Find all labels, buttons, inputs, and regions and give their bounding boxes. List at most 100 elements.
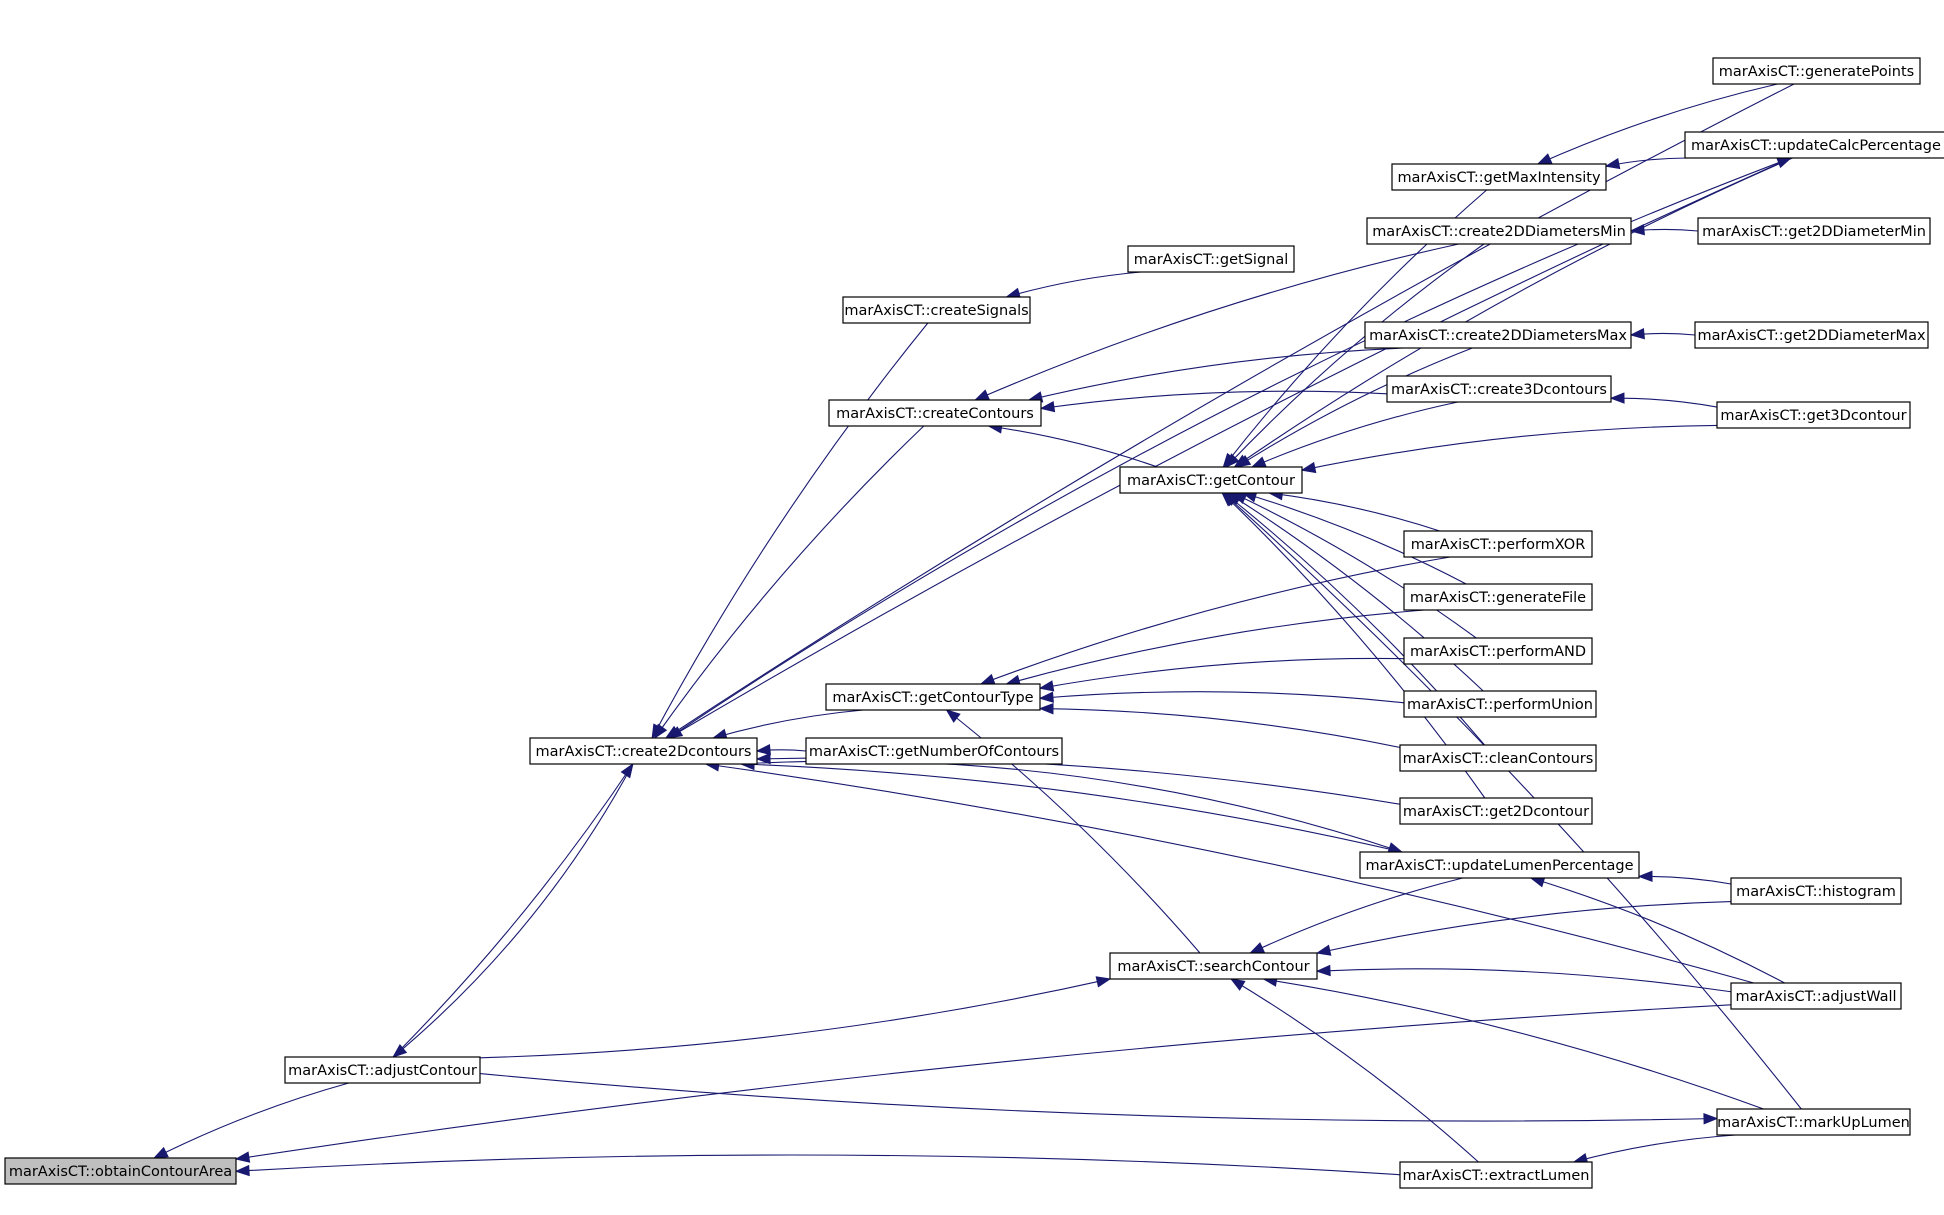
node-get2Dcontour[interactable]: marAxisCT::get2Dcontour [1399, 797, 1593, 825]
node-createSignals[interactable]: marAxisCT::createSignals [842, 296, 1031, 324]
node-generatePoints[interactable]: marAxisCT::generatePoints [1712, 57, 1921, 85]
node-get2DDiameterMin[interactable]: marAxisCT::get2DDiameterMin [1697, 217, 1931, 245]
arrowhead-icon [1038, 680, 1055, 692]
arrowhead-icon [1637, 870, 1653, 883]
node-box [1359, 851, 1640, 879]
arrowhead-icon [1315, 964, 1331, 977]
node-extractLumen[interactable]: marAxisCT::extractLumen [1399, 1161, 1593, 1189]
arrowhead-icon [1629, 224, 1645, 236]
node-getSignal[interactable]: marAxisCT::getSignal [1127, 245, 1295, 273]
node-label: marAxisCT::generatePoints [1719, 64, 1914, 80]
node-get2DDiameterMax[interactable]: marAxisCT::get2DDiameterMax [1694, 321, 1929, 349]
arrowhead-icon [1225, 453, 1240, 469]
call-edge-updateLumenPercentage-to-create2Dcontours [741, 763, 1403, 853]
call-edge-create2Dcontours-to-updateCalcPercentage [668, 157, 1792, 739]
call-edge-extractLumen-to-obtainContourArea [235, 1154, 1401, 1176]
node-getMaxIntensity[interactable]: marAxisCT::getMaxIntensity [1391, 163, 1607, 191]
node-create2Dcontours[interactable]: marAxisCT::create2Dcontours [529, 737, 758, 765]
node-markUpLumen[interactable]: marAxisCT::markUpLumen [1716, 1108, 1911, 1136]
node-label: marAxisCT::updateCalcPercentage [1691, 138, 1941, 154]
call-edge-get3Dcontour-to-getContour [1301, 424, 1718, 471]
call-edge-createSignals-to-create2Dcontours [651, 322, 929, 739]
node-label: marAxisCT::create2Dcontours [536, 744, 752, 760]
node-getContourType[interactable]: marAxisCT::getContourType [825, 683, 1041, 711]
node-get3Dcontour[interactable]: marAxisCT::get3Dcontour [1716, 401, 1911, 429]
node-generateFile[interactable]: marAxisCT::generateFile [1403, 583, 1593, 611]
node-box [1697, 217, 1931, 245]
arrowhead-icon [1039, 400, 1056, 413]
node-create2DDiametersMax[interactable]: marAxisCT::create2DDiametersMax [1364, 321, 1632, 349]
call-edge-adjustWall-to-updateLumenPercentage [1530, 877, 1785, 984]
call-edge-adjustContour-to-create2Dcontours [392, 763, 634, 1058]
node-updateLumenPercentage[interactable]: marAxisCT::updateLumenPercentage [1359, 851, 1640, 879]
arrowhead-icon [1387, 842, 1404, 854]
call-edge-adjustWall-to-obtainContourArea [235, 1004, 1732, 1160]
node-label: marAxisCT::get2DDiameterMax [1697, 328, 1926, 344]
call-edge-performUnion-to-getContourType [1039, 691, 1405, 704]
arrowhead-icon [234, 1151, 251, 1163]
node-label: marAxisCT::adjustWall [1735, 989, 1896, 1005]
call-edge-updateLumenPercentage-to-searchContour [1250, 877, 1463, 954]
arrowhead-icon [392, 1043, 408, 1058]
call-edge-get3Dcontour-to-create3Dcontours [1610, 397, 1718, 408]
node-box [1391, 163, 1607, 191]
node-label: marAxisCT::updateLumenPercentage [1365, 858, 1633, 874]
arrowhead-icon [1229, 978, 1246, 991]
call-edge-create2Dcontours-to-updateLumenPercentage [741, 760, 1403, 853]
node-label: marAxisCT::histogram [1736, 884, 1896, 900]
node-label: marAxisCT::getMaxIntensity [1397, 170, 1601, 186]
node-histogram[interactable]: marAxisCT::histogram [1730, 877, 1902, 905]
call-edge-histogram-to-searchContour [1316, 901, 1732, 954]
node-performUnion[interactable]: marAxisCT::performUnion [1403, 690, 1597, 718]
node-box [1403, 637, 1593, 665]
call-edge-performXOR-to-getContour [1269, 492, 1440, 532]
node-create3Dcontours[interactable]: marAxisCT::create3Dcontours [1386, 375, 1612, 403]
call-edge-generatePoints-to-create2Dcontours [665, 83, 1795, 739]
arrowhead-icon [755, 752, 771, 765]
node-box [1399, 797, 1593, 825]
node-getNumberOfContours[interactable]: marAxisCT::getNumberOfContours [805, 737, 1063, 765]
node-label: marAxisCT::create2DDiametersMin [1372, 224, 1626, 240]
call-edge-histogram-to-updateLumenPercentage [1638, 875, 1732, 885]
node-label: marAxisCT::cleanContours [1403, 751, 1594, 767]
arrowhead-icon [1038, 702, 1054, 715]
node-label: marAxisCT::adjustContour [288, 1063, 477, 1079]
node-performXOR[interactable]: marAxisCT::performXOR [1403, 530, 1593, 558]
node-updateCalcPercentage[interactable]: marAxisCT::updateCalcPercentage [1684, 131, 1944, 159]
node-create2DDiametersMin[interactable]: marAxisCT::create2DDiametersMin [1366, 217, 1632, 245]
node-cleanContours[interactable]: marAxisCT::cleanContours [1399, 744, 1597, 772]
node-label: marAxisCT::performAND [1410, 644, 1586, 660]
node-box [284, 1056, 481, 1084]
node-label: marAxisCT::markUpLumen [1717, 1115, 1910, 1131]
call-edge-adjustWall-to-searchContour [1316, 968, 1732, 993]
call-edge-markUpLumen-to-extractLumen [1573, 1134, 1736, 1163]
node-box [1730, 877, 1902, 905]
arrowhead-icon [1250, 456, 1267, 468]
call-edge-create2DDiametersMax-to-createContours [1028, 347, 1405, 401]
node-label: marAxisCT::obtainContourArea [9, 1164, 232, 1180]
node-box [825, 683, 1041, 711]
call-edge-adjustContour-to-markUpLumen [479, 1072, 1718, 1122]
node-label: marAxisCT::createContours [836, 406, 1034, 422]
node-searchContour[interactable]: marAxisCT::searchContour [1109, 952, 1318, 980]
node-label: marAxisCT::performXOR [1411, 537, 1586, 553]
call-edge-cleanContours-to-getContourType [1039, 708, 1401, 748]
call-edge-getSignal-to-createSignals [1006, 271, 1142, 298]
arrowhead-icon [620, 762, 634, 779]
node-label: marAxisCT::getSignal [1134, 252, 1289, 268]
node-adjustWall[interactable]: marAxisCT::adjustWall [1730, 982, 1902, 1010]
call-edge-adjustContour-to-obtainContourArea [153, 1082, 349, 1159]
node-createContours[interactable]: marAxisCT::createContours [828, 399, 1042, 427]
call-edge-get2Dcontour-to-create2Dcontours [756, 757, 1401, 805]
arrowhead-icon [1249, 942, 1265, 954]
call-graph-edges [152, 83, 1802, 1177]
call-edge-generateFile-to-getContour [1242, 492, 1467, 585]
node-performAND[interactable]: marAxisCT::performAND [1403, 637, 1593, 665]
arrowhead-icon [1609, 392, 1625, 404]
node-box [1127, 245, 1295, 273]
node-obtainContourArea[interactable]: marAxisCT::obtainContourArea [4, 1157, 237, 1185]
arrowhead-icon [1629, 328, 1645, 340]
node-adjustContour[interactable]: marAxisCT::adjustContour [284, 1056, 481, 1084]
node-getContour[interactable]: marAxisCT::getContour [1119, 466, 1303, 494]
call-edge-performAND-to-getContour [1232, 492, 1477, 639]
